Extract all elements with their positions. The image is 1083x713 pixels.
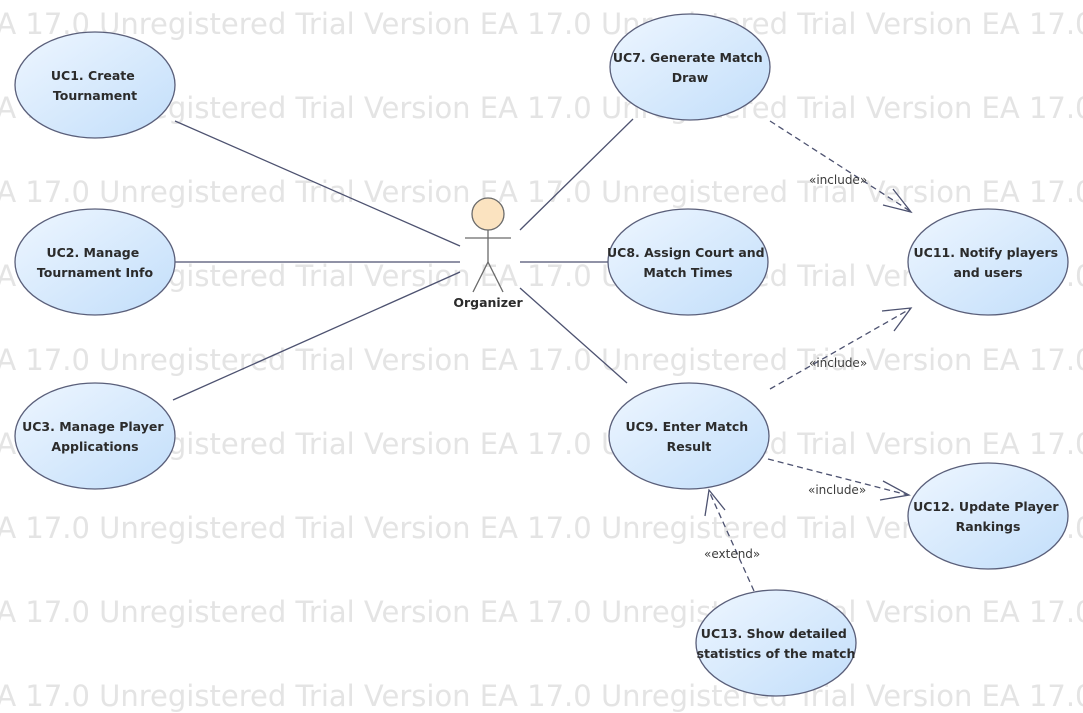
label-extend-uc13-uc9: «extend» — [704, 547, 760, 561]
use-case-label: UC13. Show detailed statistics of the ma… — [697, 626, 856, 661]
label-include-uc9-uc11: «include» — [809, 356, 867, 370]
use-case-uc7[interactable]: UC7. Generate Match Draw — [609, 13, 771, 121]
use-case-ellipse — [608, 382, 770, 490]
include-uc7-uc11[interactable] — [769, 120, 913, 214]
use-case-uc1[interactable]: UC1. Create Tournament — [14, 31, 176, 139]
assoc-uc3[interactable] — [172, 271, 461, 401]
use-case-ellipse — [14, 31, 176, 139]
extend-uc13-uc9[interactable] — [704, 488, 755, 592]
actor-left-leg — [472, 261, 489, 293]
use-case-label: UC1. Create Tournament — [51, 68, 139, 103]
use-case-label: UC8. Assign Court and Match Times — [607, 245, 769, 280]
use-case-ellipse — [907, 462, 1069, 570]
label-include-uc9-uc12: «include» — [808, 483, 866, 497]
use-case-uc13[interactable]: UC13. Show detailed statistics of the ma… — [695, 589, 857, 697]
use-case-ellipse — [907, 208, 1069, 316]
use-case-ellipse — [607, 208, 769, 316]
include-uc9-uc12[interactable] — [767, 458, 911, 501]
use-case-ellipse — [695, 589, 857, 697]
use-case-uc2[interactable]: UC2. Manage Tournament Info — [14, 208, 176, 316]
use-case-uc3[interactable]: UC3. Manage Player Applications — [14, 382, 176, 490]
use-case-ellipse — [14, 382, 176, 490]
use-case-label: UC12. Update Player Rankings — [913, 499, 1063, 534]
use-case-label: UC2. Manage Tournament Info — [37, 245, 154, 280]
include-uc9-uc11[interactable] — [769, 307, 913, 390]
use-case-uc8[interactable]: UC8. Assign Court and Match Times — [607, 208, 769, 316]
associations — [172, 118, 634, 401]
dependency-labels: «include» «include» «include» «extend» — [704, 173, 867, 561]
actor-head — [471, 197, 505, 231]
actor-organizer[interactable]: Organizer — [453, 197, 523, 310]
label-include-uc7-uc11: «include» — [809, 173, 867, 187]
actor-right-leg — [487, 261, 504, 293]
use-case-label: UC7. Generate Match Draw — [613, 50, 767, 85]
use-case-ellipse — [14, 208, 176, 316]
use-case-label: UC11. Notify players and users — [914, 245, 1063, 280]
actor-label: Organizer — [453, 295, 523, 310]
assoc-uc1[interactable] — [174, 120, 461, 247]
use-case-label: UC3. Manage Player Applications — [22, 419, 168, 454]
assoc-uc7[interactable] — [519, 118, 634, 231]
dependencies — [704, 120, 913, 592]
use-case-label: UC9. Enter Match Result — [625, 419, 752, 454]
use-case-uc11[interactable]: UC11. Notify players and users — [907, 208, 1069, 316]
use-case-uc12[interactable]: UC12. Update Player Rankings — [907, 462, 1069, 570]
assoc-uc9[interactable] — [519, 287, 628, 384]
use-case-uc9[interactable]: UC9. Enter Match Result — [608, 382, 770, 490]
use-case-ellipse — [609, 13, 771, 121]
